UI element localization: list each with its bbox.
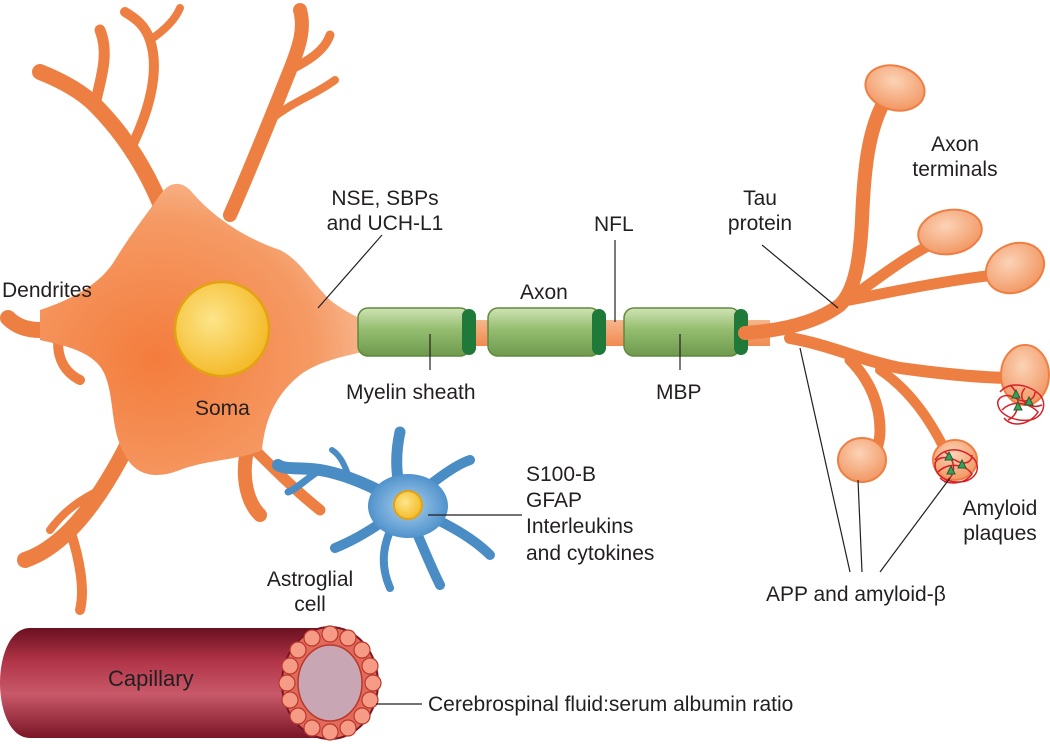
label-capillary: Capillary: [108, 666, 194, 691]
terminal-bulb-icon: [917, 208, 983, 256]
label-csf-albumin-ratio: Cerebrospinal fluid:serum albumin ratio: [428, 693, 794, 716]
amyloid-plaque-icon: [934, 449, 979, 484]
label-tau-line1: Tau: [743, 187, 777, 210]
label-axon: Axon: [520, 281, 568, 304]
label-nse-line2: and UCH-L1: [326, 212, 444, 235]
label-axon-terminals-line2: terminals: [912, 158, 998, 181]
label-myelin-sheath: Myelin sheath: [346, 381, 476, 404]
terminal-bulb-icon: [837, 437, 887, 483]
leader-lines: [317, 234, 951, 705]
axon: [357, 307, 770, 357]
label-app-amyloid-beta: APP and amyloid-β: [766, 583, 946, 606]
label-gfap: GFAP: [526, 489, 583, 512]
neuron-soma: [0, 3, 372, 615]
label-interleukins: Interleukins: [526, 515, 634, 538]
axon-terminals: [738, 64, 1050, 483]
astroglial-cell: [272, 426, 495, 592]
label-astroglial-line2: cell: [294, 593, 326, 616]
label-tau-line2: protein: [727, 212, 793, 235]
amyloid-plaque-icon: [996, 384, 1045, 425]
terminal-bulb-icon: [864, 64, 926, 112]
nucleus-icon: [173, 280, 271, 378]
label-amyloid-line2: plaques: [963, 522, 1037, 545]
terminal-bulb-icon: [984, 241, 1046, 295]
label-astroglial-line1: Astroglial: [266, 568, 354, 591]
label-cytokines: and cytokines: [526, 542, 655, 565]
label-amyloid-line1: Amyloid: [962, 497, 1038, 520]
label-mbp: MBP: [656, 381, 702, 404]
label-s100b: S100-B: [526, 463, 597, 486]
label-nfl: NFL: [594, 213, 634, 236]
label-soma: Soma: [195, 397, 250, 420]
astrocyte-nucleus-icon: [393, 490, 423, 520]
label-axon-terminals-line1: Axon: [931, 133, 979, 156]
myelin-sheath-segments: [357, 307, 748, 357]
label-dendrites: Dendrites: [2, 279, 92, 302]
capillary: [0, 625, 382, 741]
label-nse-line1: NSE, SBPs: [331, 187, 439, 210]
